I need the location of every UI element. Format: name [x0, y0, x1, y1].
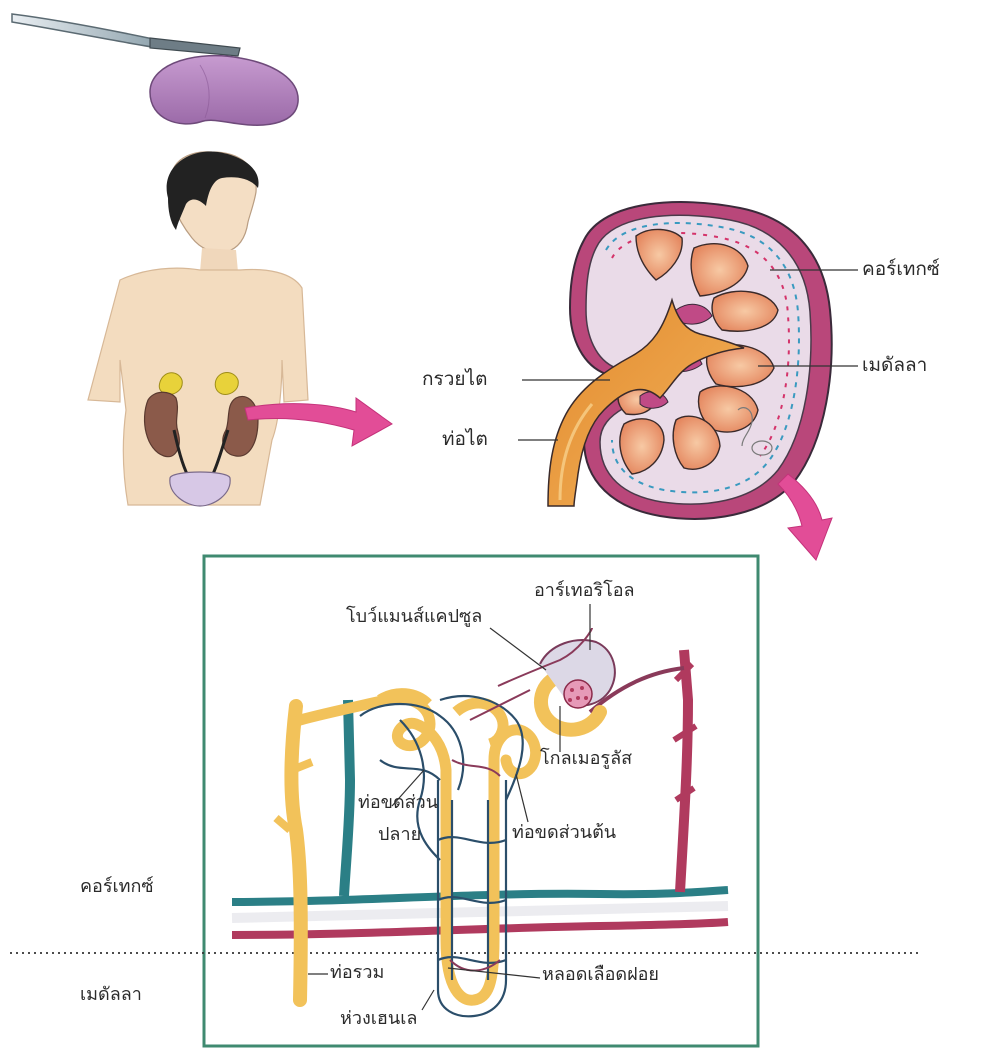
label-bowman-capsule: โบว์แมนส์แคปซูล [346, 608, 482, 626]
label-collecting-duct: ท่อรวม [330, 964, 384, 982]
label-proximal-tubule: ท่อขดส่วนต้น [512, 824, 616, 842]
label-ureter: ท่อไต [442, 430, 488, 449]
arrow-to-nephron-icon [778, 474, 832, 560]
label-renal-pelvis: กรวยไต [422, 370, 487, 389]
label-cortex: คอร์เทกซ์ [862, 260, 940, 279]
label-glomerulus: โกลเมอรูลัส [540, 750, 632, 768]
human-torso-icon [88, 151, 308, 506]
label-distal-tubule-1: ท่อขดส่วน [358, 794, 438, 812]
kidney-slice-icon [150, 56, 298, 126]
label-region-cortex: คอร์เทกซ์ [80, 878, 154, 896]
label-arteriole: อาร์เทอริโอล [534, 582, 635, 600]
label-region-medulla: เมดัลลา [80, 986, 142, 1004]
label-distal-tubule-2: ปลาย [378, 826, 421, 844]
scalpel-icon [12, 14, 240, 56]
kidney-section-icon [548, 202, 832, 519]
label-capillary: หลอดเลือดฝอย [542, 966, 659, 984]
label-loop-of-henle: ห่วงเฮนเล [340, 1010, 417, 1028]
label-medulla: เมดัลลา [862, 356, 927, 375]
